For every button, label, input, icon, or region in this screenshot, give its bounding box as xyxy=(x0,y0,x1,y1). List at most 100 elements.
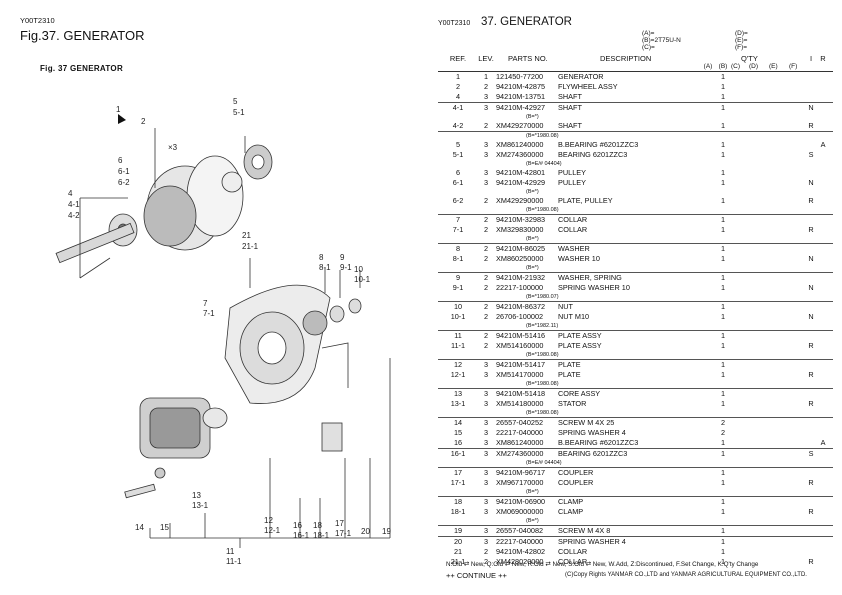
row-part-number: 26557-040252 xyxy=(496,418,544,427)
row-ref: 2 xyxy=(455,82,461,91)
row-part-number: XM860250000 xyxy=(496,254,544,263)
svg-text:16-1: 16-1 xyxy=(293,531,310,540)
row-qty-b: 1 xyxy=(720,225,726,234)
row-description: SCREW M 4X 8 xyxy=(558,526,611,535)
row-description: PULLEY xyxy=(558,178,586,187)
row-part-number: 94210M-06900 xyxy=(496,497,546,506)
row-qty-b: 2 xyxy=(720,428,726,437)
col-qty-a: (A) xyxy=(703,63,713,70)
row-part-number: XM329830000 xyxy=(496,225,544,234)
row-qty-b: 1 xyxy=(720,537,726,546)
row-ref: 9 xyxy=(455,273,461,282)
row-qty-b: 1 xyxy=(720,273,726,282)
svg-text:9-1: 9-1 xyxy=(340,263,352,272)
table-row-note: (B=E/# 04404) xyxy=(438,160,833,168)
row-description: NUT M10 xyxy=(558,312,590,321)
row-description: SHAFT xyxy=(558,103,582,112)
row-part-number: 94210M-96717 xyxy=(496,468,546,477)
row-part-number: 94210M-86372 xyxy=(496,302,546,311)
table-row-note: (B=*1980.08) xyxy=(438,409,833,418)
row-ref: 4 xyxy=(455,92,461,101)
row-level: 3 xyxy=(483,507,489,516)
row-note: (B=*1980.08) xyxy=(526,133,559,139)
row-flag-r: A xyxy=(820,140,826,149)
row-ref: 13-1 xyxy=(450,399,466,408)
row-qty-b: 1 xyxy=(720,196,726,205)
row-level: 3 xyxy=(483,537,489,546)
row-description: SHAFT xyxy=(558,92,582,101)
row-description: STATOR xyxy=(558,399,587,408)
row-qty-b: 1 xyxy=(720,283,726,292)
row-level: 3 xyxy=(483,150,489,159)
row-note: (B=*1980.08) xyxy=(526,352,559,358)
continue-marker: ++ CONTINUE ++ xyxy=(446,571,507,580)
row-qty-b: 1 xyxy=(720,92,726,101)
row-level: 2 xyxy=(483,273,489,282)
svg-text:2: 2 xyxy=(141,117,146,126)
row-qty-b: 1 xyxy=(720,547,726,556)
table-row-note: (B=*1980.08) xyxy=(438,206,833,215)
col-qty-e: (E) xyxy=(769,63,778,70)
row-ref: 12-1 xyxy=(450,370,466,379)
row-flag-i: S xyxy=(808,150,814,159)
row-qty-b: 1 xyxy=(720,302,726,311)
row-ref: 11 xyxy=(454,331,462,340)
row-part-number: XM274360000 xyxy=(496,150,544,159)
row-level: 3 xyxy=(483,370,489,379)
table-row-note: (B=*) xyxy=(438,235,833,244)
row-ref: 12 xyxy=(453,360,463,369)
row-ref: 9-1 xyxy=(452,283,464,292)
svg-text:6: 6 xyxy=(118,156,123,165)
svg-text:1: 1 xyxy=(116,105,121,114)
row-level: 2 xyxy=(483,312,489,321)
row-description: CLAMP xyxy=(558,507,584,516)
svg-text:8: 8 xyxy=(319,253,324,262)
copyright-notice: (C)Copy Rights YANMAR CO.,LTD and YANMAR… xyxy=(565,572,807,578)
row-description: CORE ASSY xyxy=(558,389,601,398)
svg-text:7: 7 xyxy=(203,299,208,308)
row-flag-i: N xyxy=(808,283,814,292)
row-ref: 8 xyxy=(455,244,461,253)
row-flag-i: N xyxy=(808,178,814,187)
row-ref: 4-1 xyxy=(452,103,464,112)
row-flag-i: R xyxy=(808,557,814,566)
svg-text:4-1: 4-1 xyxy=(68,200,80,209)
model-a-label: (A)= xyxy=(642,30,655,37)
svg-text:10-1: 10-1 xyxy=(354,275,371,284)
parts-list-title: 37. GENERATOR xyxy=(481,16,572,28)
row-note: (B=*1980.07) xyxy=(526,294,559,300)
row-ref: 14 xyxy=(453,418,463,427)
svg-text:18-1: 18-1 xyxy=(313,531,330,540)
row-part-number: XM861240000 xyxy=(496,140,544,149)
row-ref: 6-2 xyxy=(452,196,464,205)
row-note: (B=*) xyxy=(526,265,539,271)
exploded-parts-diagram: 1 2 ×3 5 5-1 4 4-1 4-2 6 6-1 6-2 21 21-1… xyxy=(55,97,391,566)
row-description: PLATE ASSY xyxy=(558,341,602,350)
row-part-number: 94210M-86025 xyxy=(496,244,546,253)
row-level: 3 xyxy=(483,92,489,101)
row-level: 2 xyxy=(483,283,489,292)
row-level: 3 xyxy=(483,360,489,369)
row-ref: 8-1 xyxy=(452,254,464,263)
row-description: SHAFT xyxy=(558,121,582,130)
table-row-note: (B=*1982.11) xyxy=(438,322,833,331)
model-b-label: (B)=2T75U-N xyxy=(642,37,681,44)
row-level: 2 xyxy=(483,196,489,205)
row-ref: 18 xyxy=(453,497,463,506)
row-ref: 4-2 xyxy=(452,121,464,130)
row-description: NUT xyxy=(558,302,573,311)
svg-text:13: 13 xyxy=(192,491,201,500)
row-ref: 17 xyxy=(453,468,463,477)
row-qty-b: 1 xyxy=(720,121,726,130)
